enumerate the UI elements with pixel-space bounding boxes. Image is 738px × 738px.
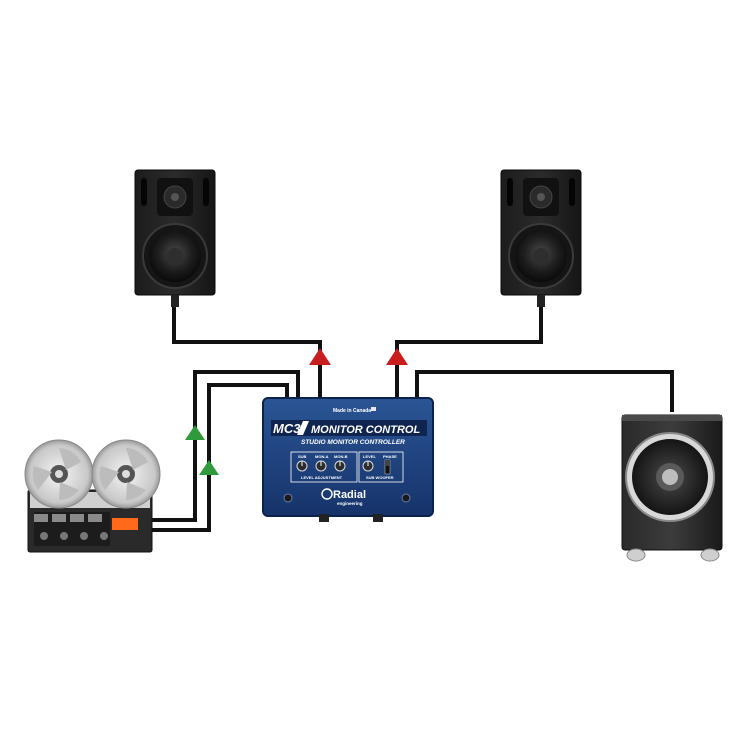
device-subtitle: STUDIO MONITOR CONTROLLER bbox=[301, 439, 405, 446]
knob-label-mon-b: MON-B bbox=[334, 454, 348, 459]
cable-right-monitor bbox=[395, 298, 543, 398]
phase-switch[interactable] bbox=[384, 459, 391, 475]
knob-mon-a[interactable] bbox=[315, 460, 327, 472]
knob-label-sub: SUB bbox=[298, 454, 307, 459]
connector-icon bbox=[373, 514, 383, 522]
brand-sub-label: engineering bbox=[337, 501, 363, 506]
screw-icon bbox=[283, 493, 293, 503]
radial-logo-icon bbox=[321, 488, 333, 500]
brand-label: Radial bbox=[333, 489, 366, 501]
cable-subwoofer bbox=[415, 370, 674, 412]
input-arrow-upper bbox=[185, 425, 205, 440]
subwoofer-foot bbox=[700, 548, 720, 562]
knob-label-level: LEVEL bbox=[363, 454, 376, 459]
output-arrow-right bbox=[386, 348, 408, 365]
tape-machine bbox=[24, 439, 161, 553]
knob-sub[interactable] bbox=[296, 460, 308, 472]
device-title: MONITOR CONTROL bbox=[311, 424, 420, 436]
subwoofer bbox=[621, 414, 723, 562]
model-label: MC3 bbox=[273, 421, 301, 436]
screw-icon bbox=[401, 493, 411, 503]
left-monitor-speaker bbox=[134, 169, 216, 307]
phase-label: PHASE bbox=[383, 454, 397, 459]
cables bbox=[134, 298, 674, 532]
signal-arrows bbox=[185, 348, 408, 475]
knob-level[interactable] bbox=[362, 460, 374, 472]
connector-icon bbox=[319, 514, 329, 522]
knob-label-mon-a: MON-A bbox=[315, 454, 329, 459]
cable-input-inner bbox=[134, 383, 289, 532]
cable-left-monitor bbox=[172, 298, 322, 398]
cable-input-outer bbox=[134, 370, 300, 522]
monitor-controller: Made in Canada MC3 MONITOR CONTROL STUDI… bbox=[262, 397, 434, 522]
knob-mon-b[interactable] bbox=[334, 460, 346, 472]
made-in-label: Made in Canada bbox=[333, 408, 371, 414]
level-adjustment-label: LEVEL ADJUSTMENT bbox=[301, 475, 343, 480]
right-monitor-speaker bbox=[500, 169, 582, 307]
input-arrow-lower bbox=[199, 460, 219, 475]
subwoofer-foot bbox=[626, 548, 646, 562]
output-arrow-left bbox=[309, 348, 331, 365]
sub-woofer-label: SUB WOOFER bbox=[366, 475, 394, 480]
